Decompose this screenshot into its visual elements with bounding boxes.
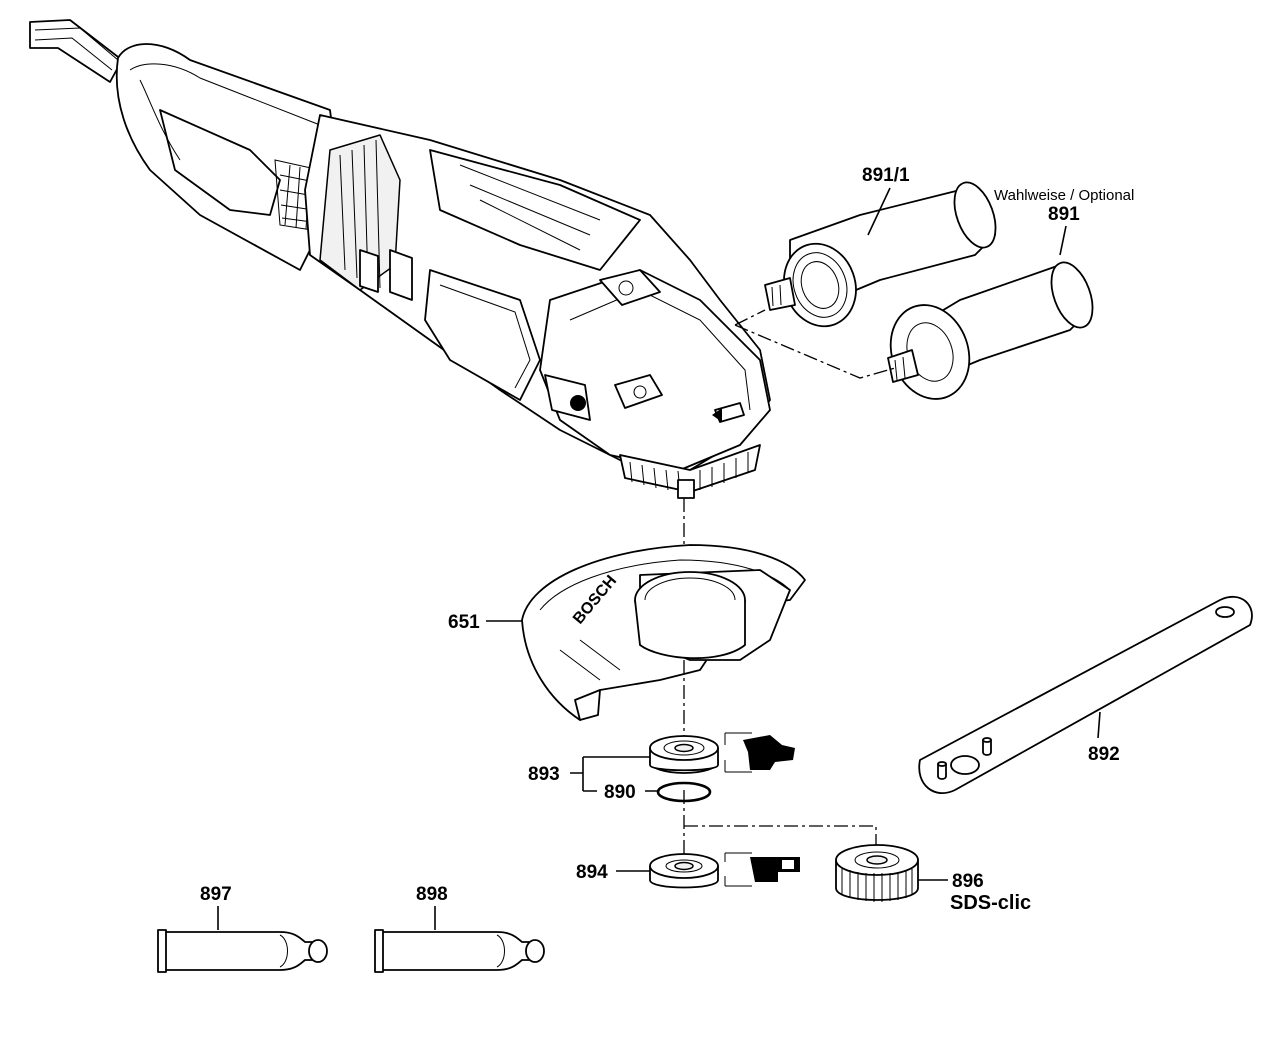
two-pin-wrench-892 — [918, 595, 1253, 795]
part-label-894: 894 — [576, 862, 608, 883]
part-label-893: 893 — [528, 764, 560, 785]
nut-alt-line — [684, 825, 877, 845]
flange-profile-icon — [724, 732, 795, 773]
wheel-guard-651 — [521, 544, 806, 721]
leader-891-1 — [867, 187, 891, 236]
grease-tube-898 — [374, 929, 545, 973]
part-label-896: 896 — [952, 871, 984, 892]
nut-profile-icon — [724, 852, 800, 887]
leader-892 — [1097, 711, 1101, 739]
sds-clic-nut-896 — [835, 844, 919, 902]
part-label-892: 892 — [1088, 744, 1120, 765]
angle-grinder-body — [115, 43, 771, 499]
leader-891 — [1059, 225, 1067, 256]
mounting-flange-893 — [649, 735, 719, 774]
power-cord — [29, 19, 123, 83]
label-bracket-893 — [570, 756, 658, 792]
optional-note: Wahlweise / Optional — [994, 187, 1134, 204]
part-label-890: 890 — [604, 782, 636, 803]
part-label-891: 891 — [1048, 204, 1080, 225]
sds-clic-label: SDS-clic — [950, 892, 1031, 914]
clamping-nut-894 — [649, 853, 719, 889]
part-label-891-1: 891/1 — [862, 165, 910, 186]
part-label-651: 651 — [448, 612, 480, 633]
side-handle-891 — [887, 261, 1094, 400]
part-label-898: 898 — [416, 884, 448, 905]
grease-tube-897 — [157, 929, 328, 973]
side-handle-891-1 — [764, 181, 997, 328]
handle-attach-line — [734, 309, 896, 379]
o-ring-890 — [656, 781, 712, 803]
part-label-897: 897 — [200, 884, 232, 905]
